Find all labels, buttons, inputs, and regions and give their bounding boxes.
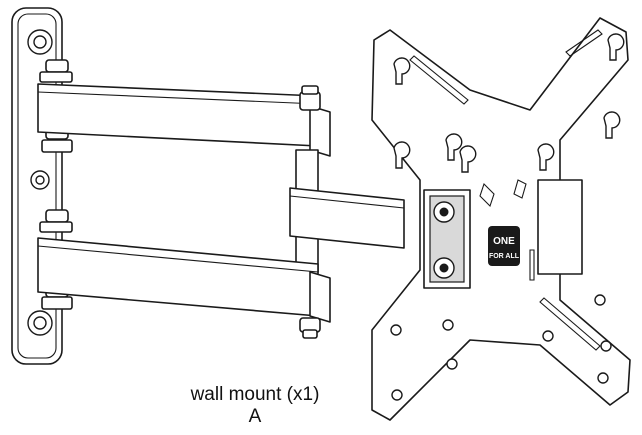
brand-badge: ONE FOR ALL	[488, 226, 520, 266]
keyhole-slots	[393, 33, 625, 173]
badge-line-2: FOR ALL	[489, 253, 520, 260]
bolt-upper	[433, 201, 455, 223]
mounting-holes	[390, 294, 612, 401]
bolt-lower	[433, 257, 455, 279]
figure-caption: wall mount (x1)	[190, 384, 320, 405]
part-letter: A	[248, 406, 262, 427]
tv-plate: ONE FOR ALL	[371, 17, 631, 421]
articulating-arm	[37, 59, 405, 339]
badge-line-1: ONE	[493, 236, 515, 247]
